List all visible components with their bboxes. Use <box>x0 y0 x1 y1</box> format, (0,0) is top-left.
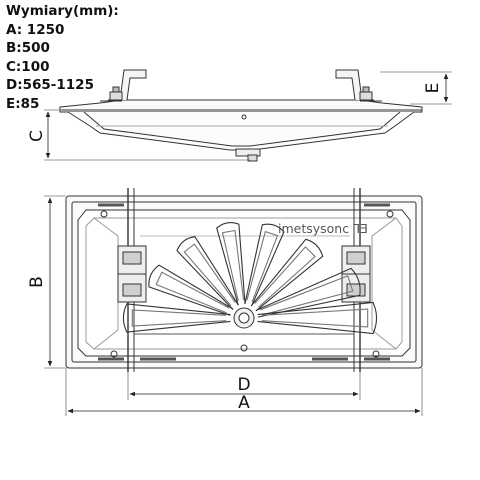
grate-petal-inner <box>246 230 279 303</box>
grate-petal <box>216 221 246 306</box>
label-c: C <box>27 130 47 142</box>
dimension-a <box>65 368 423 416</box>
grate-petal <box>255 267 361 318</box>
grate-petal-inner <box>261 308 369 328</box>
grate-petal-inner <box>183 243 236 306</box>
spec-line-a: A: 1250 <box>6 21 65 38</box>
grate-petal <box>176 236 239 310</box>
label-b: B <box>27 276 47 288</box>
grate-petal-inner <box>155 271 230 314</box>
label-d: D <box>237 375 250 395</box>
dimension-c <box>44 109 250 161</box>
top-view <box>65 188 423 372</box>
spec-line-e: E:85 <box>6 95 40 112</box>
spec-line-b: B:500 <box>6 40 50 57</box>
grate-petal <box>250 238 324 312</box>
dimension-e <box>380 71 452 105</box>
side-view <box>59 69 423 162</box>
spec-title: Wymiary(mm): <box>6 3 119 19</box>
label-e: E <box>423 83 443 94</box>
grate-petal <box>122 303 231 333</box>
grate-petal <box>148 264 234 316</box>
grate-petal-inner <box>221 229 245 302</box>
grate-petal <box>257 301 378 335</box>
brand-text: imetsysonc ⅂Ǝ <box>278 221 368 236</box>
drain-outlet <box>233 307 255 329</box>
dimensions-spec: Wymiary(mm): A: 1250 B:500 C:100 D:565-1… <box>6 2 119 114</box>
grate-petal-inner <box>259 275 354 316</box>
spec-line-c: C:100 <box>6 58 50 75</box>
spec-line-d: D:565-1125 <box>6 77 94 94</box>
dimension-b <box>44 195 66 369</box>
drain-grate <box>122 221 378 335</box>
dimension-d <box>127 372 361 400</box>
grate-petal-inner <box>254 246 316 308</box>
grate-petal <box>244 223 285 307</box>
label-a: A <box>238 393 250 413</box>
grate-petal-inner <box>131 309 227 327</box>
